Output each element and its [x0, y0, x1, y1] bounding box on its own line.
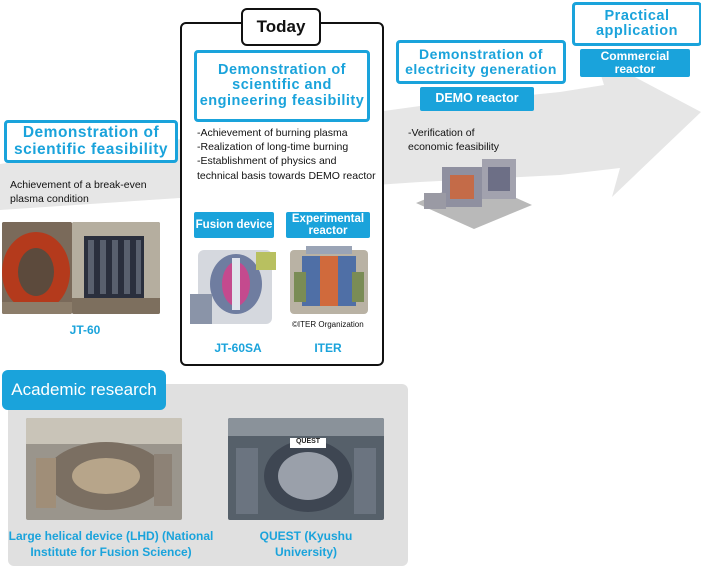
- today-bullet: -Establishment of physics and technical …: [197, 155, 376, 182]
- stage-scientific-description: Achievement of a break-even plasma condi…: [10, 179, 147, 206]
- today-badge: Today: [241, 8, 321, 46]
- jt60sa-label: JT-60SA: [214, 341, 262, 355]
- demo-reactor-label-text: DEMO reactor: [435, 91, 519, 106]
- iter-illustration: [286, 244, 372, 316]
- commercial-reactor-label: Commercial reactor: [580, 49, 690, 77]
- jt60-photo-left: [2, 222, 72, 314]
- quest-photo: QUEST: [228, 418, 384, 520]
- lhd-photo: [26, 418, 182, 520]
- stage-today-title: Demonstration of scientific and engineer…: [194, 50, 370, 122]
- stage-scientific-title-text: Demonstration of scientific feasibility: [14, 124, 168, 158]
- stage-electricity-title-text: Demonstration of electricity generation: [405, 46, 557, 77]
- iter-label: ITER: [314, 341, 342, 355]
- stage-electricity-title: Demonstration of electricity generation: [396, 40, 566, 84]
- academic-title-text: Academic research: [11, 380, 157, 400]
- experimental-reactor-label: Experimental reactor: [286, 212, 370, 238]
- quest-sign: QUEST: [295, 438, 321, 445]
- iter-credit: ©ITER Organization: [292, 320, 364, 329]
- stage-today-title-text: Demonstration of scientific and engineer…: [199, 62, 365, 109]
- commercial-reactor-label-text: Commercial reactor: [600, 49, 670, 76]
- demo-plant-illustration: [412, 155, 536, 233]
- demo-reactor-label: DEMO reactor: [420, 87, 534, 111]
- jt60-photo-right: [72, 222, 160, 314]
- academic-title: Academic research: [2, 370, 166, 410]
- today-bullet: -Achievement of burning plasma: [197, 127, 348, 139]
- stage-electricity-description: -Verification of economic feasibility: [408, 127, 500, 154]
- jt60-label: JT-60: [69, 323, 101, 337]
- today-bullets: -Achievement of burning plasma -Realizat…: [197, 126, 377, 183]
- quest-caption: QUEST (Kyushu University): [259, 529, 353, 560]
- today-bullet: -Realization of long-time burning: [197, 141, 349, 154]
- today-badge-text: Today: [256, 17, 306, 36]
- fusion-device-label: Fusion device: [194, 212, 274, 238]
- jt60sa-illustration: [190, 244, 280, 330]
- stage-practical-title-text: Practical application: [595, 7, 679, 39]
- stage-scientific-title: Demonstration of scientific feasibility: [4, 120, 178, 163]
- lhd-caption: Large helical device (LHD) (National Ins…: [8, 529, 214, 560]
- stage-practical-title: Practical application: [572, 2, 701, 46]
- experimental-reactor-label-text: Experimental reactor: [291, 212, 365, 237]
- fusion-device-label-text: Fusion device: [195, 218, 273, 231]
